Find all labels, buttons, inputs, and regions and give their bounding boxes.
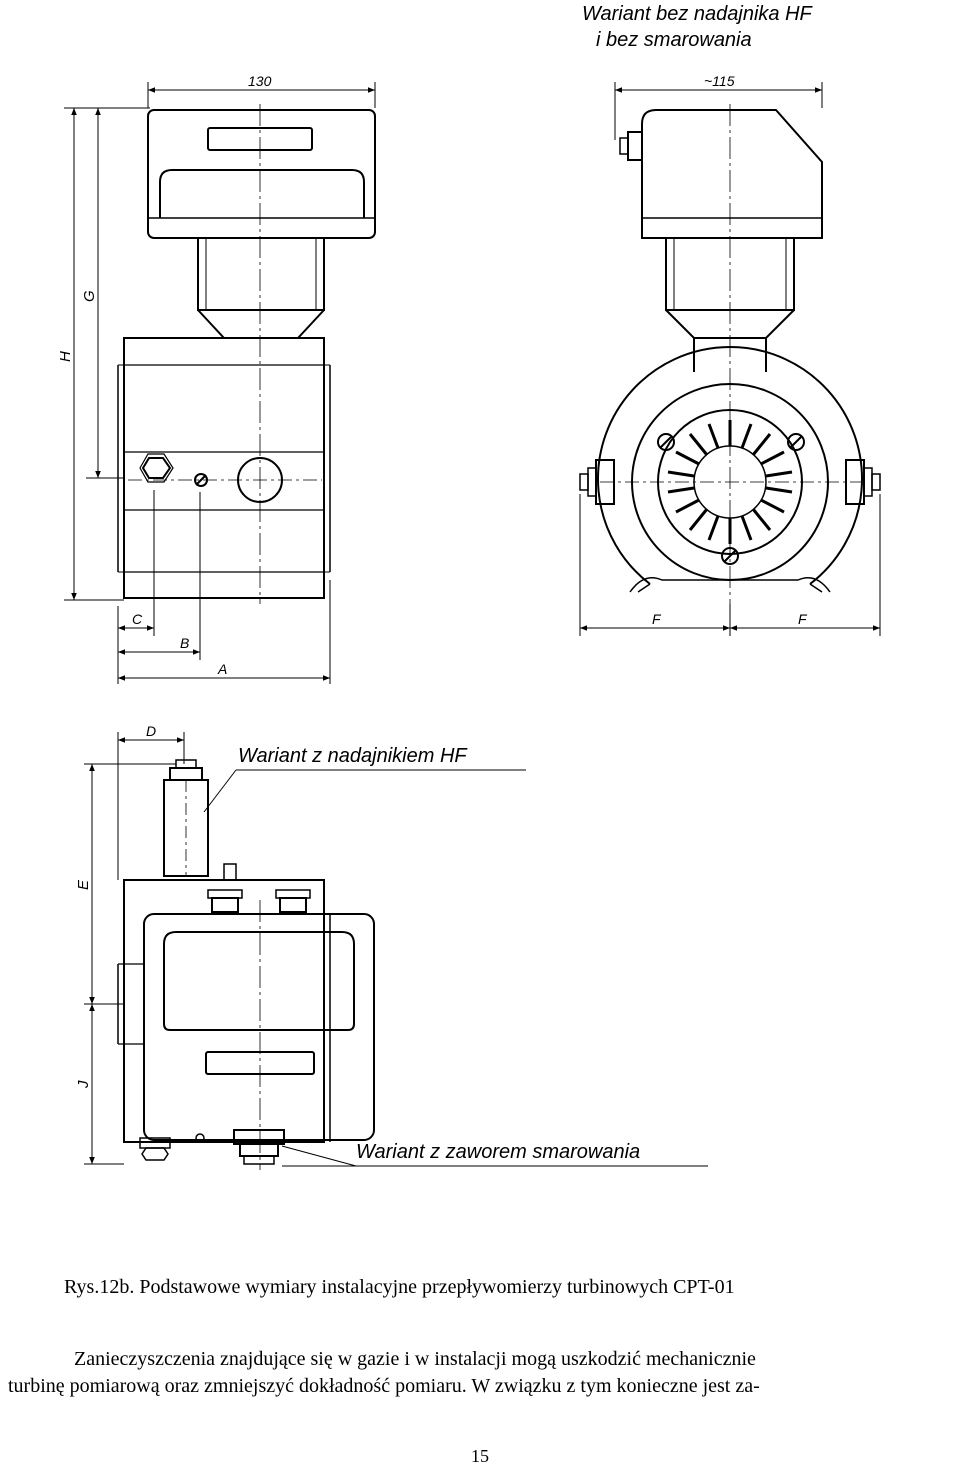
title-hf-variant: Wariant z nadajnikiem HF xyxy=(238,745,468,767)
dimension-G-label: G xyxy=(81,290,98,302)
title-no-hf-line1: Wariant bez nadajnika HF xyxy=(582,3,814,25)
dimension-115-label: ~115 xyxy=(704,73,735,89)
dimension-A-label: A xyxy=(217,661,227,677)
dimension-J-label: J xyxy=(75,1080,92,1089)
front-view-hf-variant xyxy=(117,759,375,1170)
dimension-D xyxy=(117,732,185,880)
dimension-F-left-label: F xyxy=(652,611,662,627)
side-view-no-hf xyxy=(579,104,881,610)
dimension-F-right-label: F xyxy=(798,611,808,627)
dimension-F xyxy=(579,494,881,636)
front-view-no-hf xyxy=(117,104,376,604)
dimension-C-label: C xyxy=(132,611,143,627)
paragraph-line-2: turbinę pomiarową oraz zmniejszyć dokład… xyxy=(8,1375,760,1397)
dimension-D-label: D xyxy=(146,723,156,739)
dimension-115 xyxy=(614,82,823,140)
dimension-C-B-A xyxy=(117,490,331,684)
figure-caption: Rys.12b. Podstawowe wymiary instalacyjne… xyxy=(64,1276,735,1298)
page-number: 15 xyxy=(471,1446,489,1466)
body-paragraph: Zanieczyszczenia znajdujące się w gazie … xyxy=(8,1346,952,1400)
title-no-hf-line2: i bez smarowania xyxy=(596,29,752,51)
technical-drawing: Wariant bez nadajnika HF i bez smarowani… xyxy=(57,3,881,1170)
paragraph-line-1: Zanieczyszczenia znajdujące się w gazie … xyxy=(74,1348,756,1370)
dimension-H xyxy=(64,107,150,601)
dimension-130 xyxy=(147,82,376,108)
title-valve-variant: Wariant z zaworem smarowania xyxy=(356,1141,640,1163)
dimension-E-label: E xyxy=(75,879,92,890)
dimension-H-label: H xyxy=(57,351,74,362)
dimension-130-label: 130 xyxy=(248,73,272,89)
dimension-B-label: B xyxy=(180,635,189,651)
